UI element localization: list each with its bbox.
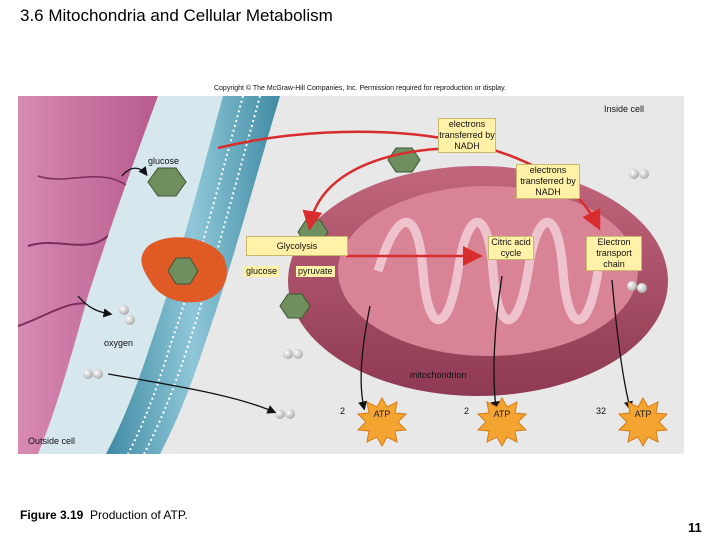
label-mitochondrion: mitochondrion [410,370,467,380]
caption-number: Figure 3.19 [20,508,84,522]
label-electrons-nadh-2: electrons transferred by NADH [516,164,580,199]
atp-arrow-3 [611,279,633,411]
label-inside-cell: Inside cell [604,104,645,114]
atp-3-count: 32 [596,406,607,416]
membrane-lipid-line [143,96,261,454]
oxygen-molecule [283,349,303,359]
glucose-molecule-cytoplasm [279,293,311,319]
cell-fiber [27,233,111,247]
atp-2-count: 2 [464,406,470,416]
label-glucose: glucose [148,156,180,166]
atp-1-label: ATP [373,409,391,419]
atp-burst-2 [476,396,528,448]
label-glycolysis: Glycolysis [246,236,348,256]
atp-burst-3 [617,396,669,448]
figure-panel: Inside cell Outside cell glucose oxygen … [18,96,684,454]
label-citric-acid-cycle: Citric acid cycle [488,236,534,260]
label-glucose-inner: glucose [244,266,280,277]
atp-2-label: ATP [493,409,511,419]
copyright-notice: Copyright © The McGraw-Hill Companies, I… [213,85,506,92]
cell-fiber [37,175,129,187]
oxygen-path-arrow [107,373,277,414]
glucose-entry-arrow [121,166,148,177]
label-outside-cell: Outside cell [28,436,76,446]
slide-title: 3.6 Mitochondria and Cellular Metabolism [20,6,333,25]
oxygen-molecule [629,169,649,179]
atp-burst-1 [356,396,408,448]
label-electrons-nadh-1: electrons transferred by NADH [438,118,496,153]
atp-arrow-1 [358,305,371,411]
atp-production-diagram [18,96,669,454]
label-electron-transport-chain: Electron transport chain [586,236,642,271]
oxygen-molecule [275,409,295,419]
oxygen-molecule [83,369,103,379]
oxygen-molecule [627,281,647,293]
oxygen-molecule [119,305,135,325]
nadh-arrow-1 [302,146,465,231]
label-pyruvate: pyruvate [296,266,335,277]
mitochondrion-inner [338,186,638,356]
cell-cytoplasm [18,96,158,454]
label-oxygen: oxygen [104,338,134,348]
membrane-lipid-line [127,96,244,454]
atp-3-label: ATP [634,409,652,419]
glucose-molecule-transporter [167,257,199,285]
caption-text: Production of ATP. [90,508,188,522]
figure-caption: Figure 3.19 Production of ATP. [20,508,188,522]
oxygen-entry-arrow [77,295,113,318]
atp-arrow-2 [490,275,503,411]
page-number: 11 [688,520,702,535]
glucose-molecule-outside [147,167,187,197]
cristae [373,218,603,324]
atp-1-count: 2 [340,406,346,416]
